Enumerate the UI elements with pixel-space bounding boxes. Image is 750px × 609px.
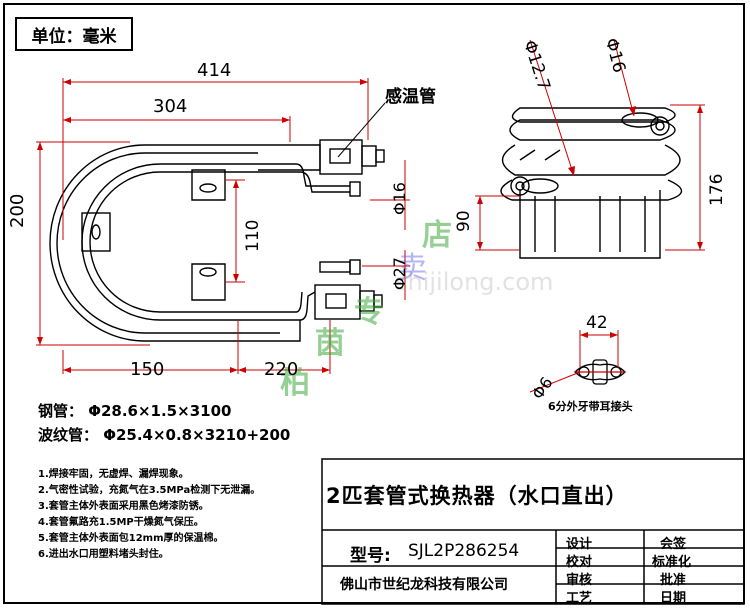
- note-item: 1.焊接牢固，无虚焊、漏焊现象。: [38, 469, 189, 480]
- watermark-site: shijilong.com: [395, 268, 554, 296]
- connector-label: 6分外牙带耳接头: [548, 400, 633, 413]
- sensor-tube-label: 感温管: [385, 87, 436, 107]
- steel-tube-spec: 钢管： Φ28.6×1.5×3100: [38, 402, 232, 420]
- dim-176: 176: [707, 173, 727, 206]
- front-view-coil: [49, 139, 385, 342]
- note-item: 5.套管主体外表面包12mm厚的保温棉。: [38, 533, 224, 544]
- model-label: 型号:: [350, 546, 391, 566]
- tb-label-check: 校对: [566, 555, 593, 570]
- dim-42: 42: [586, 313, 608, 333]
- company-name: 佛山市世纪龙科技有限公司: [340, 577, 508, 593]
- note-item: 3.套管主体外表面采用黑色烤漆防锈。: [38, 501, 209, 512]
- front-view-arrows: [37, 79, 368, 373]
- dim-414: 414: [197, 60, 232, 81]
- title-block: [321, 458, 745, 605]
- dim-110: 110: [243, 219, 263, 252]
- tb-label-design: 设计: [566, 537, 593, 552]
- drawing-title: 2匹套管式换热器（水口直出）: [326, 484, 628, 508]
- dim-200: 200: [7, 193, 28, 228]
- unit-label: 单位：毫米: [15, 17, 133, 51]
- tb-label-standard: 标准化: [652, 555, 692, 570]
- dim-304: 304: [153, 96, 188, 117]
- side-view-arrows: [477, 105, 703, 250]
- corrugated-tube-spec: 波纹管： Φ25.4×0.8×3210+200: [38, 426, 291, 444]
- dim-90: 90: [454, 210, 474, 232]
- sensor-tube-leader: [337, 102, 386, 158]
- tb-label-date: 日期: [660, 591, 687, 606]
- dim-220: 220: [264, 359, 299, 380]
- watermark-char-1: 柏: [280, 366, 310, 401]
- side-view-coil: [500, 107, 683, 259]
- connector-detail: [574, 359, 626, 385]
- note-item: 2.气密性试验，充氮气在3.5MPa检测下无泄漏。: [38, 485, 261, 496]
- tb-label-review: 审核: [566, 573, 593, 588]
- tb-label-approve: 批准: [660, 573, 687, 588]
- note-item: 6.进出水口用塑料堵头封住。: [38, 549, 169, 560]
- dim-phi27: Φ27: [390, 257, 409, 290]
- watermark-char-4: 卖: [397, 251, 427, 286]
- watermark-char-5: 店: [422, 218, 452, 253]
- model-number: SJL2P286254: [408, 541, 520, 561]
- drawing-border: [3, 3, 745, 604]
- dim-150: 150: [130, 359, 165, 380]
- technical-notes: 1.焊接牢固，无虚焊、漏焊现象。 2.气密性试验，充氮气在3.5MPa检测下无泄…: [38, 467, 323, 563]
- watermark-char-2: 茵: [315, 326, 345, 361]
- tb-label-countersign: 会签: [660, 537, 687, 552]
- tb-label-process: 工艺: [566, 591, 593, 606]
- note-item: 4.套管氟路充1.5MP干燥氮气保压。: [38, 517, 204, 528]
- watermark-char-3: 专: [354, 295, 384, 330]
- dim-phi16-front: Φ16: [390, 182, 409, 215]
- side-view-dimensions: [475, 39, 705, 251]
